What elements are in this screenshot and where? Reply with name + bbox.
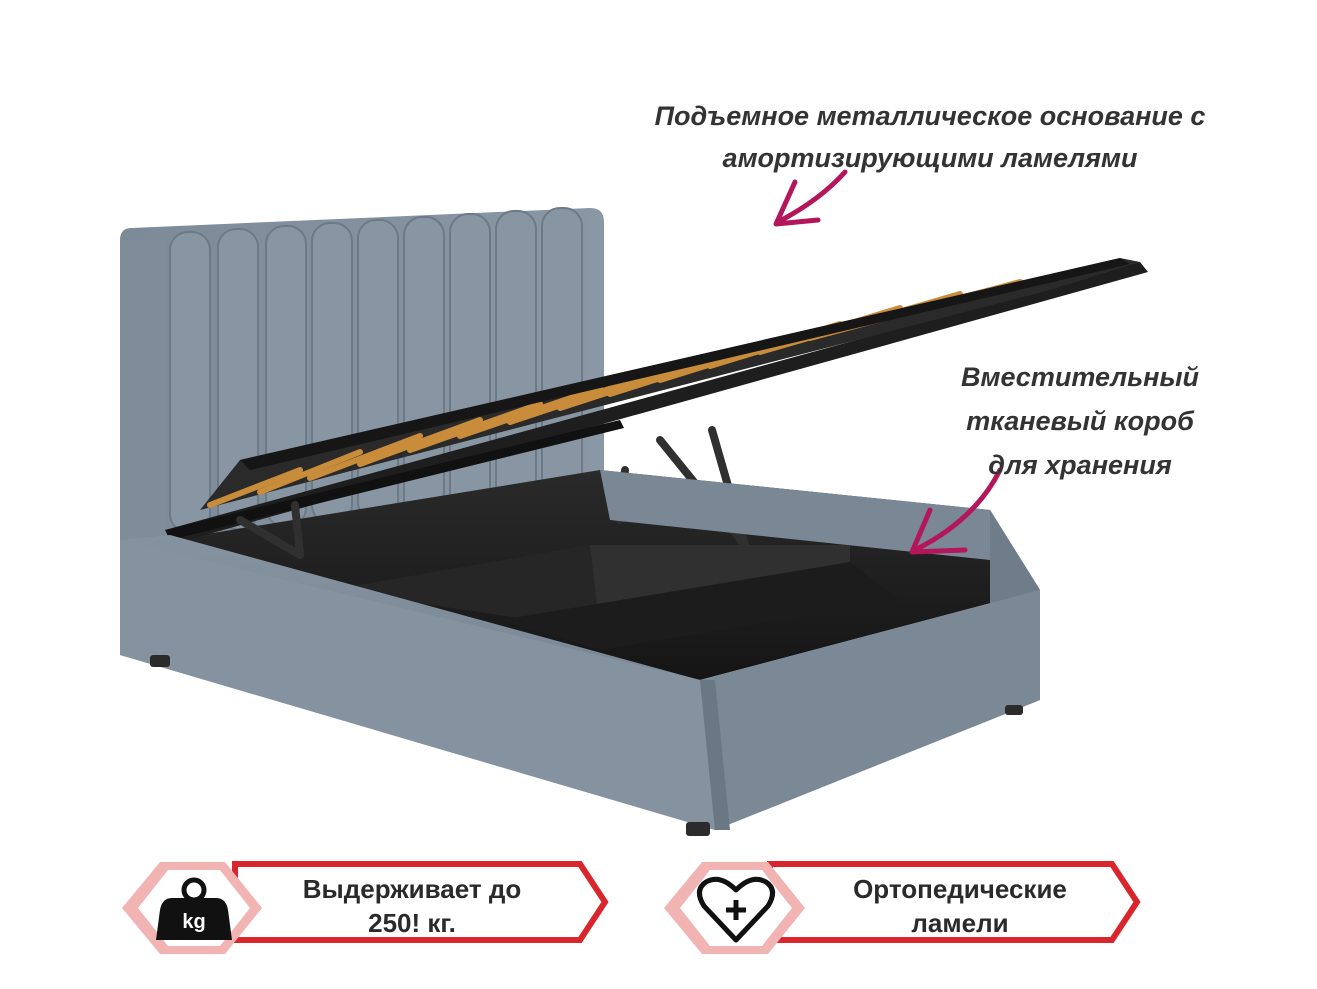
badge-weight-text: Выдерживает до 250! кг. <box>262 872 562 940</box>
arrow-to-storage-icon <box>909 467 1003 555</box>
badge-orthopedic-line2: ламели <box>911 908 1009 938</box>
badge-weight-line2: 250! кг. <box>368 908 456 938</box>
caption-lifting-base: Подъемное металлическое основание с амор… <box>600 95 1260 179</box>
caption-storage-line3: для хранения <box>988 450 1172 480</box>
arrow-to-base-icon <box>773 169 848 227</box>
badge-orthopedic-text: Ортопедические ламели <box>810 872 1110 940</box>
weight-icon-label: kg <box>182 911 205 933</box>
caption-storage-line1: Вместительный <box>960 362 1200 392</box>
badge-orthopedic-line1: Ортопедические <box>853 874 1067 904</box>
badge-orthopedic <box>664 861 1141 954</box>
heart-plus-icon <box>697 876 775 943</box>
caption-storage-box: Вместительный тканевый короб для хранени… <box>935 355 1225 487</box>
caption-lifting-base-line1: Подъемное металлическое основание с <box>654 101 1206 131</box>
weight-icon: kg <box>156 877 232 940</box>
slat-frame <box>165 258 1148 542</box>
caption-storage-line2: тканевый короб <box>966 406 1194 436</box>
bed-feet <box>150 655 1023 836</box>
front-rail <box>120 535 1040 830</box>
badge-weight-line1: Выдерживает до <box>302 874 522 904</box>
caption-lifting-base-line2: амортизирующими ламелями <box>722 143 1138 173</box>
